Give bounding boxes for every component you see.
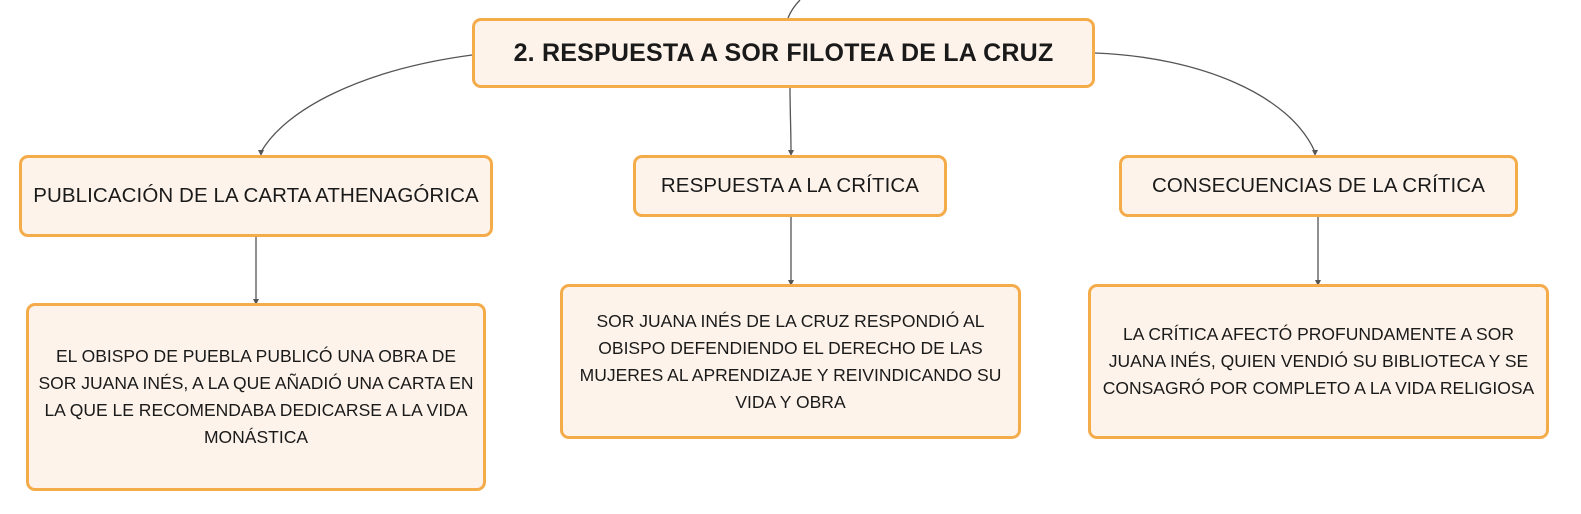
connector-arrowhead (1312, 150, 1318, 156)
branch-topic-label: PUBLICACIÓN DE LA CARTA ATHENAGÓRICA (33, 184, 479, 207)
detail-topic-text: LA CRÍTICA AFECTÓ PROFUNDAMENTE A SOR JU… (1102, 324, 1535, 398)
connector-arrowhead (788, 150, 794, 156)
connector-from-parent (787, 0, 801, 19)
detail-topic-consecuencias[interactable]: LA CRÍTICA AFECTÓ PROFUNDAMENTE A SOR JU… (1088, 284, 1549, 439)
root-topic[interactable]: 2. RESPUESTA A SOR FILOTEA DE LA CRUZ (472, 18, 1095, 88)
connector-root-to-branch-2 (789, 87, 792, 153)
branch-topic-publicacion[interactable]: PUBLICACIÓN DE LA CARTA ATHENAGÓRICA (19, 155, 493, 237)
connector-arrowhead (253, 299, 259, 305)
connector-root-to-branch-1 (260, 54, 473, 153)
branch-topic-label: CONSECUENCIAS DE LA CRÍTICA (1151, 174, 1486, 197)
detail-topic-publicacion[interactable]: EL OBISPO DE PUEBLA PUBLICÓ UNA OBRA DE … (26, 303, 486, 491)
connector-arrowhead (258, 150, 264, 156)
connector-arrowhead (788, 280, 794, 286)
detail-topic-text: EL OBISPO DE PUEBLA PUBLICÓ UNA OBRA DE … (38, 346, 474, 447)
branch-topic-consecuencias[interactable]: CONSECUENCIAS DE LA CRÍTICA (1119, 155, 1518, 217)
branch-topic-label: RESPUESTA A LA CRÍTICA (660, 174, 920, 197)
root-topic-label: 2. RESPUESTA A SOR FILOTEA DE LA CRUZ (513, 38, 1054, 67)
branch-topic-respuesta[interactable]: RESPUESTA A LA CRÍTICA (633, 155, 947, 217)
connector-root-to-branch-3 (1094, 52, 1316, 153)
detail-topic-text: SOR JUANA INÉS DE LA CRUZ RESPONDIÓ AL O… (579, 310, 1002, 412)
connector-arrowhead (1315, 280, 1321, 286)
detail-topic-respuesta[interactable]: SOR JUANA INÉS DE LA CRUZ RESPONDIÓ AL O… (560, 284, 1021, 439)
